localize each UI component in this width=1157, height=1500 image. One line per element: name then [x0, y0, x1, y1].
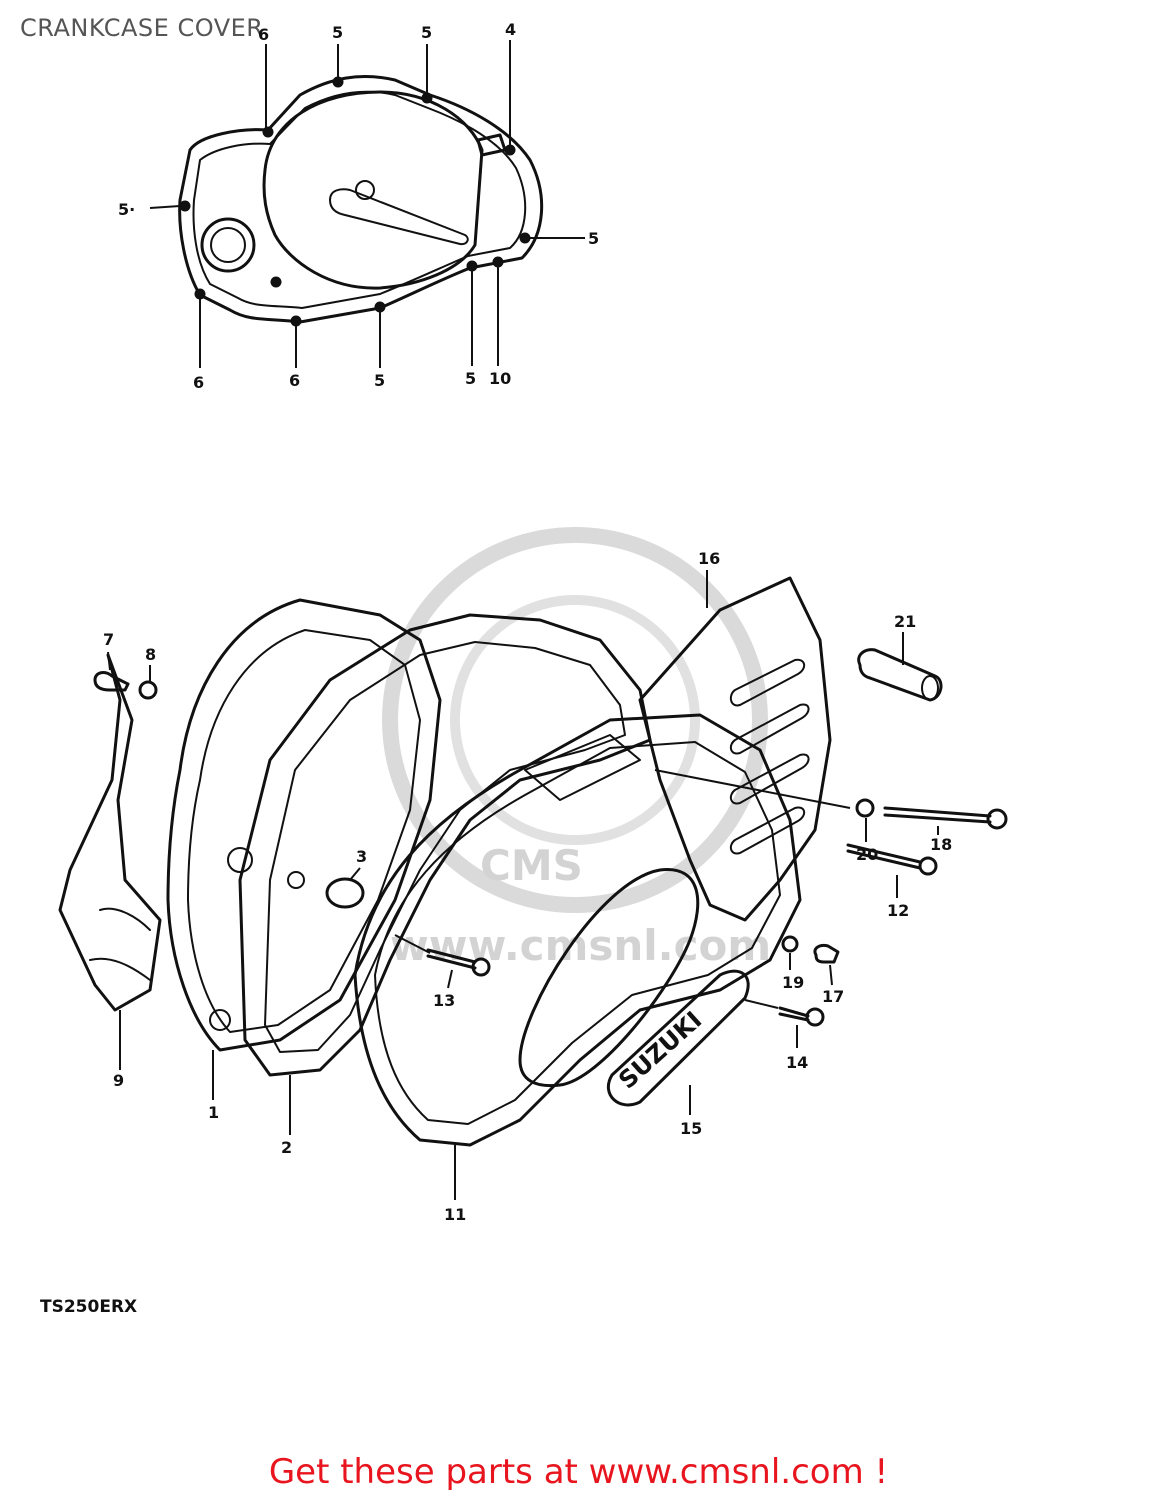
cover-dome	[262, 90, 484, 290]
part-3-dowel	[325, 877, 365, 909]
inspection-window	[476, 133, 507, 157]
part-21-collar	[857, 648, 943, 702]
callout-14: 14	[786, 1053, 808, 1072]
part-16-vents	[729, 658, 810, 855]
callout-5: 5	[332, 23, 343, 42]
callout-10: 10	[489, 369, 511, 388]
part-19-washer	[781, 935, 799, 953]
callout-11: 11	[444, 1205, 466, 1224]
top-callouts: 6 5 5 4 5· 5 6 6 5 5 10	[118, 20, 599, 392]
callout-13: 13	[433, 991, 455, 1010]
top-cover-assembly	[178, 75, 544, 327]
part-9-guard-detail	[89, 907, 151, 981]
part-21-collar-end	[921, 675, 939, 701]
model-code: TS250ERX	[40, 1297, 137, 1317]
cover-hole	[355, 180, 375, 200]
bottom-callouts: 16 21 7 8 20 18 3 12 13 19 17 14 9 1 2 1…	[103, 549, 952, 1224]
bottom-leader-lines	[107, 570, 939, 1200]
callout-3: 3	[356, 847, 367, 866]
diagram-title: CRANKCASE COVER	[20, 14, 264, 42]
callout-8: 8	[145, 645, 156, 664]
part-8-washer	[138, 680, 158, 700]
part-14-screw	[778, 1006, 810, 1022]
callout-6: 6	[289, 371, 300, 390]
callout-18: 18	[930, 835, 952, 854]
callout-7: 7	[103, 630, 114, 649]
watermark-mark: CMS	[480, 841, 583, 890]
footer-cta-link[interactable]: Get these parts at www.cmsnl.com !	[268, 1452, 889, 1492]
watermark-url: www.cmsnl.com	[390, 921, 771, 970]
part-17-screw	[813, 944, 840, 964]
top-leader-lines	[149, 40, 585, 368]
part-12-stud	[846, 843, 922, 870]
part-2-hole	[287, 871, 305, 889]
callout-6: 6	[193, 373, 204, 392]
part-1-rim	[187, 629, 421, 1033]
callout-16: 16	[698, 549, 720, 568]
part-9-guard	[58, 653, 162, 1012]
callout-5: 5·	[118, 200, 135, 219]
callout-2: 2	[281, 1138, 292, 1157]
part-2-gasket-inner	[264, 641, 626, 1053]
callout-9: 9	[113, 1071, 124, 1090]
cover-slot	[329, 188, 469, 246]
part-12-stud-nut	[918, 856, 938, 876]
part-18-bolt-head	[986, 808, 1008, 830]
callout-6: 6	[258, 25, 269, 44]
part-18-long-bolt	[883, 806, 992, 824]
oil-seal-inner	[210, 227, 246, 263]
part-2-hole	[227, 847, 253, 873]
callout-5: 5	[421, 23, 432, 42]
part-14-screw-head	[805, 1007, 825, 1027]
callout-12: 12	[887, 901, 909, 920]
callout-17: 17	[822, 987, 844, 1006]
part-16-sprocket-cover	[638, 576, 832, 922]
part-13-bolt	[426, 948, 477, 970]
part-7-bolt	[93, 671, 130, 692]
callout-19: 19	[782, 973, 804, 992]
callout-21: 21	[894, 612, 916, 631]
part-1-crankcase-cover	[166, 598, 442, 1052]
callout-5: 5	[374, 371, 385, 390]
cmsnl-watermark: CMS www.cmsnl.com	[382, 527, 771, 970]
gasket-inner-line	[192, 90, 527, 309]
oil-seal	[200, 217, 256, 273]
callout-1: 1	[208, 1103, 219, 1122]
alignment-lines	[394, 769, 851, 1009]
part-11-cover-rim	[374, 741, 781, 1125]
callout-5: 5	[588, 229, 599, 248]
part-2-gasket	[238, 613, 652, 1077]
gasket-outline	[178, 75, 544, 324]
part-1-boss	[209, 1009, 231, 1031]
callout-15: 15	[680, 1119, 702, 1138]
part-11-oval-window	[518, 868, 700, 1088]
part-15-emblem	[606, 969, 750, 1107]
callout-4: 4	[505, 20, 516, 39]
callout-5: 5	[465, 369, 476, 388]
callout-20: 20	[856, 845, 878, 864]
part-13-bolt-head	[471, 957, 491, 977]
part-20-washer	[855, 798, 875, 818]
part-11-panel	[524, 734, 641, 801]
